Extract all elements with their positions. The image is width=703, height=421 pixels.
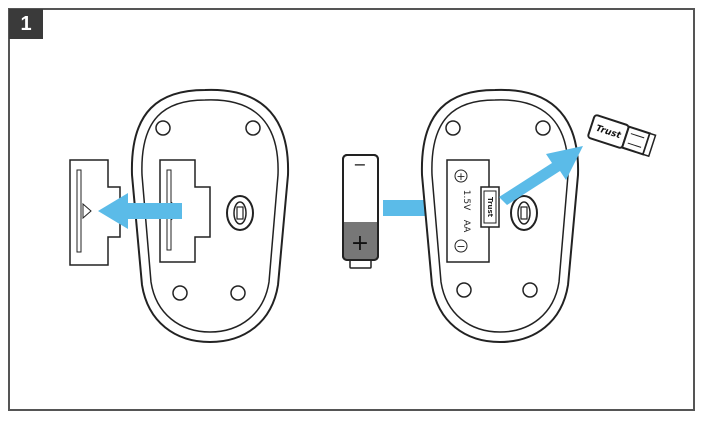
compartment-plus-circle — [454, 169, 468, 183]
compartment-type-label: AA — [461, 220, 471, 233]
optical-sensor — [226, 195, 254, 231]
battery-plus-sign: + — [351, 231, 369, 256]
aa-battery — [342, 154, 379, 269]
compartment-plus-symbol: + — [456, 170, 465, 183]
diagram-frame — [8, 8, 695, 411]
optical-sensor — [510, 195, 538, 231]
step-number-badge: 1 — [9, 9, 43, 39]
mouse-underside-right — [420, 88, 580, 344]
battery-minus-sign: − — [353, 155, 366, 174]
foot-pad — [155, 120, 171, 136]
foot-pad — [245, 120, 261, 136]
slide-cover-arrow — [98, 193, 182, 229]
foot-pad — [172, 285, 188, 301]
battery-cover-removed — [69, 159, 121, 266]
compartment-minus-symbol: − — [456, 240, 465, 253]
compartment-voltage-label: 1.5V — [461, 190, 471, 211]
stored-receiver-logo: Trust — [486, 197, 494, 218]
foot-pad — [230, 285, 246, 301]
foot-pad — [445, 120, 461, 136]
foot-pad — [535, 120, 551, 136]
cover-outline-in-place — [159, 159, 211, 263]
foot-pad — [522, 282, 538, 298]
foot-pad — [456, 282, 472, 298]
compartment-minus-circle — [454, 239, 468, 253]
battery-positive-cap — [344, 222, 377, 260]
remove-receiver-arrow — [499, 146, 583, 205]
usb-nano-receiver: Trust — [587, 114, 657, 158]
